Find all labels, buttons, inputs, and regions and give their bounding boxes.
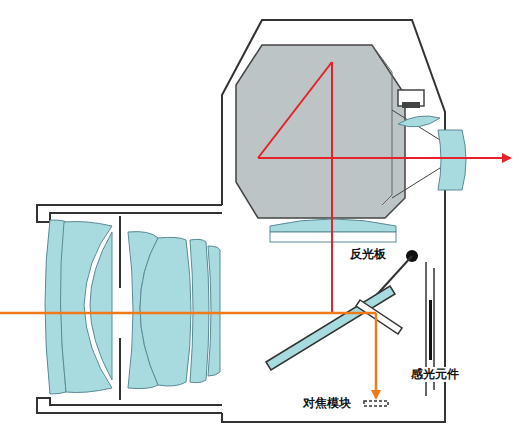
sensor-label: 感光元件 xyxy=(410,367,460,382)
mirror-label: 反光板 xyxy=(349,247,387,262)
focus-module-label: 对焦模块 xyxy=(302,396,352,411)
